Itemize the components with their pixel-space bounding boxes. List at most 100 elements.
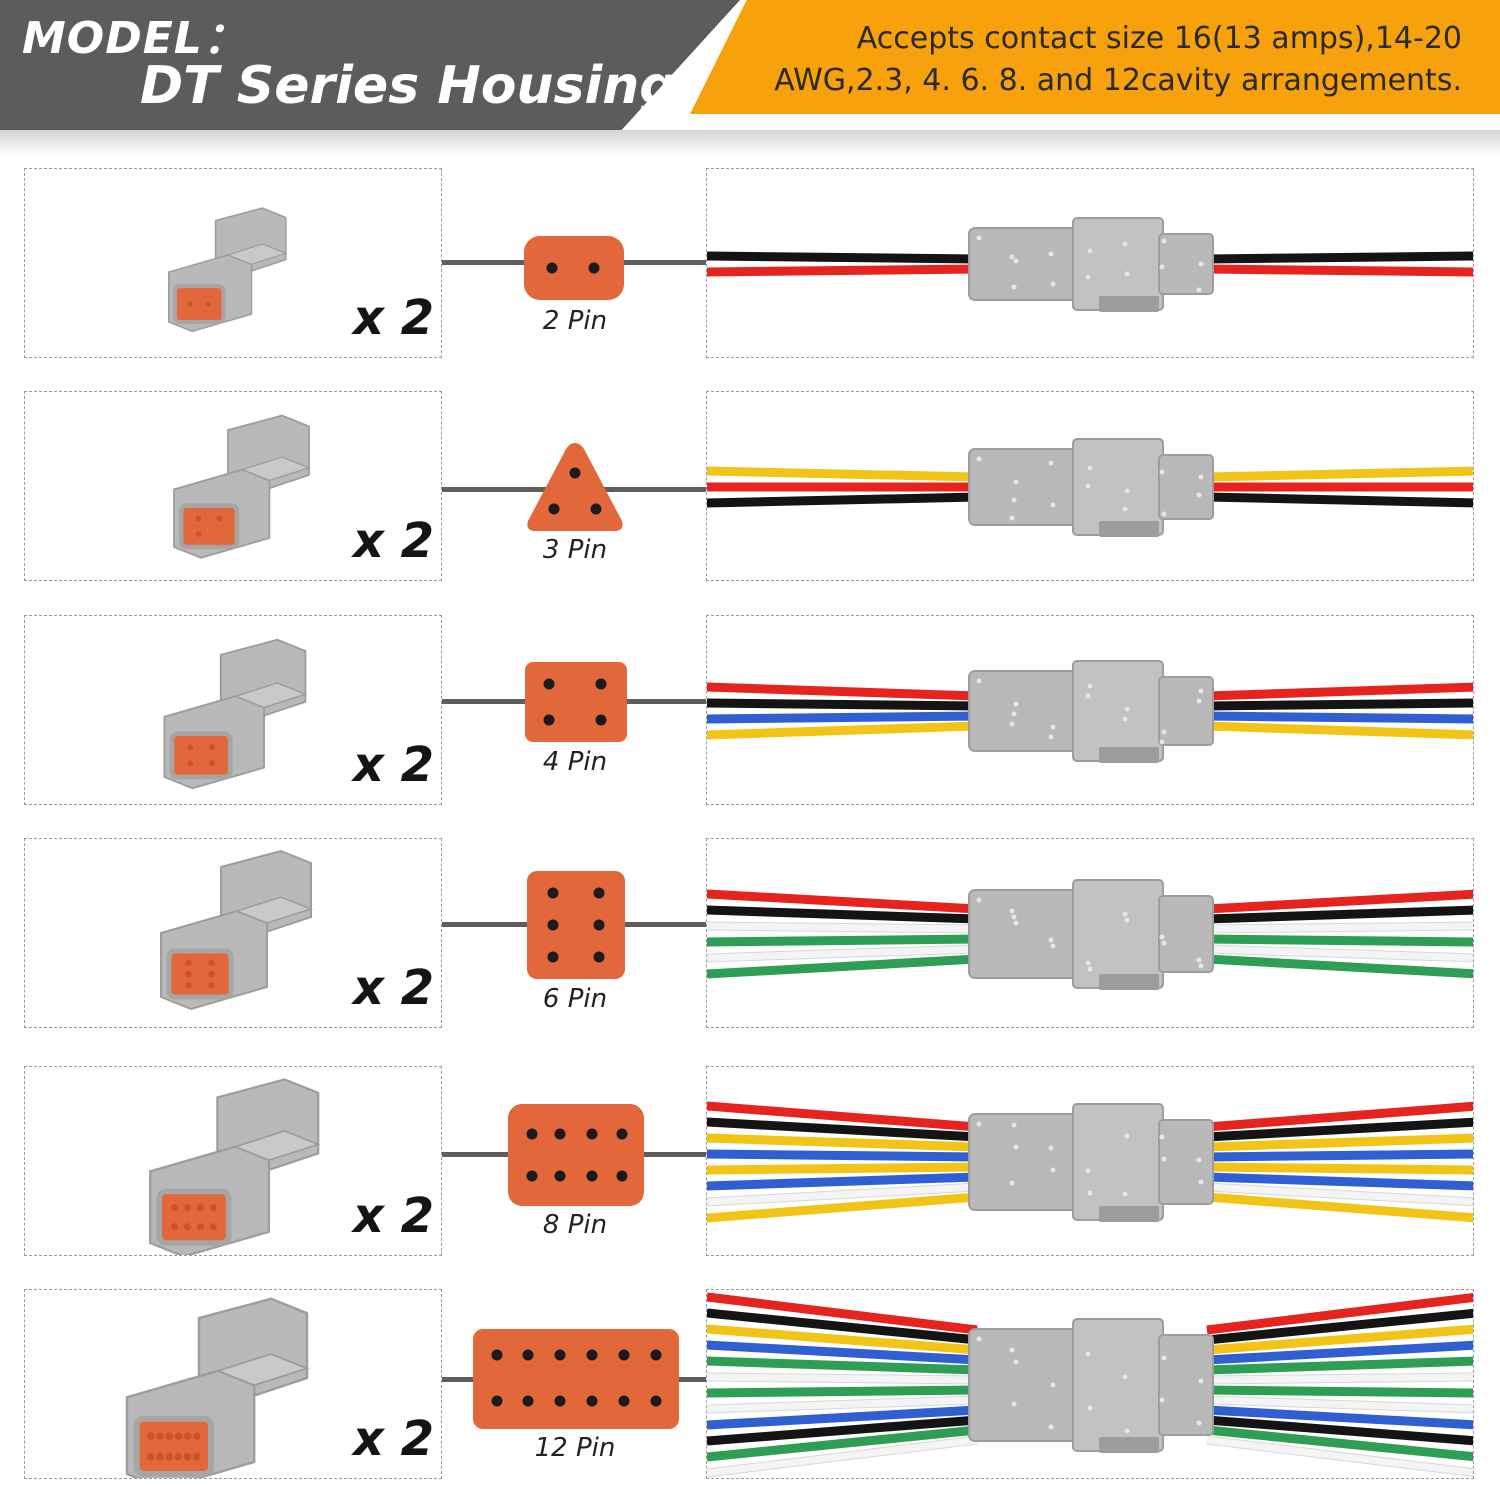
housing-drawing (149, 1078, 321, 1255)
water-droplet (1161, 729, 1167, 735)
housing-pin-hole (208, 970, 215, 978)
connector-row: x 2 3 Pin (0, 391, 1500, 587)
housing-product-panel: x 2 (24, 615, 442, 805)
mated-housing-tail (1158, 676, 1214, 746)
mated-housing-latch (1099, 521, 1159, 537)
water-droplet (1085, 693, 1091, 699)
water-droplet (1196, 492, 1202, 498)
mated-connector-photo (706, 838, 1474, 1028)
pin-dot (586, 1395, 598, 1407)
wire-left-core (707, 1150, 978, 1161)
housing-drawing (163, 638, 308, 790)
wire-right-core (1206, 1150, 1473, 1161)
quantity-label: x 2 (353, 1188, 435, 1244)
water-droplet (976, 678, 982, 684)
water-droplet (1198, 1179, 1204, 1185)
water-droplet (1013, 479, 1019, 485)
water-droplet (976, 897, 982, 903)
wire-left-core (707, 1325, 978, 1354)
water-droplet (1085, 1168, 1091, 1174)
wire-left-core (707, 252, 978, 263)
mated-housing-female (968, 1113, 1080, 1211)
wire-left-core (707, 1193, 978, 1222)
water-droplet (1124, 917, 1130, 923)
water-droplet (1122, 1191, 1128, 1197)
housing-drawing (160, 849, 314, 1011)
housing-latch (226, 243, 288, 265)
wire-right-core (1206, 699, 1473, 710)
wire-left-core (707, 1357, 978, 1374)
water-droplet (1196, 1157, 1202, 1163)
housing-pin-hole (209, 1204, 217, 1212)
mated-housing-male (1072, 1318, 1164, 1452)
wire-left-core (707, 467, 978, 481)
mated-wire-harness-icon (707, 217, 1473, 312)
wire-left-core (707, 890, 978, 913)
wire-right-core (1206, 1436, 1473, 1477)
water-droplet (1013, 258, 1019, 264)
pin-dot (593, 951, 605, 963)
connector-housing-icon (173, 414, 311, 559)
header-spec-banner (690, 0, 1500, 114)
pin-count-label: 4 Pin (542, 747, 608, 777)
mated-wire-harness-icon (707, 879, 1473, 990)
water-droplet (1009, 254, 1015, 260)
pin-dot (522, 1395, 534, 1407)
pin-dot (546, 262, 558, 274)
wire-left-core (707, 1134, 978, 1151)
water-droplet (1085, 483, 1091, 489)
water-droplet (1122, 241, 1128, 247)
connector-housing-icon (163, 638, 308, 790)
wire-left-core (707, 1396, 978, 1413)
water-droplet (1161, 1355, 1167, 1361)
mated-connector-photo (706, 1289, 1474, 1479)
pin-dot (547, 887, 559, 899)
housing-pin-hole (170, 1223, 179, 1231)
housing-pin-hole (195, 515, 202, 522)
water-droplet (1009, 721, 1015, 727)
wire-right-core (1206, 1102, 1473, 1131)
water-droplet (1159, 739, 1165, 745)
pin-dot (554, 1128, 566, 1140)
mated-housing-tail (1158, 1119, 1214, 1205)
pin-layout-icon (527, 443, 623, 531)
housing-product-panel: x 2 (24, 1289, 442, 1479)
water-droplet (1124, 706, 1130, 712)
pin-face-shape (524, 236, 624, 300)
water-droplet (1050, 1382, 1056, 1388)
water-droplet (1159, 1397, 1165, 1403)
mated-housing-male (1072, 660, 1164, 762)
wire-left-core (707, 935, 978, 946)
pin-layout-icon (473, 1329, 679, 1429)
mated-housing-latch (1099, 747, 1159, 763)
mated-housing-latch (1099, 1206, 1159, 1222)
water-droplet (1050, 943, 1056, 949)
wire-left-core (707, 1309, 978, 1344)
pin-count-label: 8 Pin (542, 1210, 608, 1240)
water-droplet (1124, 271, 1130, 277)
housing-pin-hole (187, 760, 194, 767)
wire-right-core (1206, 955, 1473, 978)
housing-pin-hole (183, 1223, 192, 1231)
housing-pin-hole (174, 1432, 183, 1441)
water-droplet (1013, 920, 1019, 926)
wire-left-core (707, 712, 978, 723)
pin-dot (554, 1349, 566, 1361)
housing-latch (233, 682, 308, 709)
connector-housing-icon (149, 1078, 321, 1255)
water-droplet (1122, 911, 1128, 917)
water-droplet (1009, 908, 1015, 914)
water-droplet (1048, 937, 1054, 943)
housing-pin-hole (209, 1223, 217, 1231)
water-droplet (1196, 287, 1202, 293)
pin-dot (593, 887, 605, 899)
housing-drawing (168, 207, 288, 333)
water-droplet (1196, 698, 1202, 704)
housing-pin-face (173, 284, 226, 324)
housing-pin-hole (183, 1432, 192, 1441)
water-droplet (1011, 284, 1017, 290)
mated-housing-female (968, 889, 1080, 979)
water-droplet (1198, 474, 1204, 480)
wire-left-core (707, 1406, 978, 1429)
model-label: MODEL： (22, 13, 248, 64)
